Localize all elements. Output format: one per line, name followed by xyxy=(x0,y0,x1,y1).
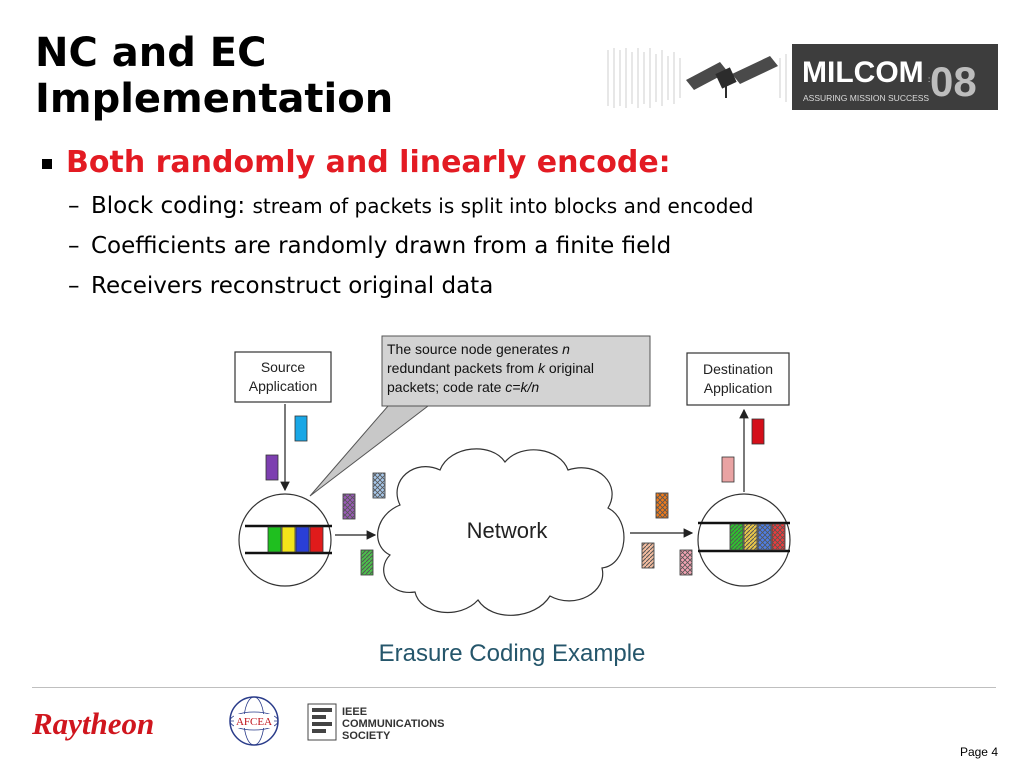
sub-bullet-3: – Receivers reconstruct original data xyxy=(68,273,494,299)
diagram-caption: Erasure Coding Example xyxy=(378,640,646,667)
network-cloud xyxy=(377,448,625,616)
encoded-packet-orange xyxy=(656,493,668,518)
page-number: Page 4 xyxy=(959,745,998,759)
milcom-name: MILCOM xyxy=(802,56,924,89)
source-packet-green xyxy=(267,526,282,553)
destination-label-line-2: Application xyxy=(704,380,773,396)
callout-line-1: The source node generates n xyxy=(387,341,570,357)
encoded-packet-peach xyxy=(642,543,654,568)
encoded-packet-rose xyxy=(680,550,692,575)
packet-dark-red xyxy=(751,418,765,445)
satellite-icon xyxy=(686,56,778,98)
callout-line-2: redundant packets from k original xyxy=(387,360,594,376)
source-application-box xyxy=(234,351,332,403)
milcom-tagline: ASSURING MISSION SUCCESS xyxy=(803,93,929,103)
source-label-line-2: Application xyxy=(249,378,318,394)
sub-bullet-3-lead: Receivers reconstruct original data xyxy=(91,273,494,299)
footer-logos: Raytheon AFCEA IEEE COMMUNICATIONS SOCIE… xyxy=(31,696,444,746)
milcom-badge xyxy=(792,44,998,110)
erasure-coding-diagram: Source Application Destination Applicati… xyxy=(234,335,791,616)
encoded-packet-light-blue xyxy=(373,473,385,498)
raytheon-logo: Raytheon xyxy=(31,706,154,741)
ieee-line-3: SOCIETY xyxy=(342,730,391,742)
source-packet-blue xyxy=(295,526,310,553)
main-bullet-text: Both randomly and linearly encode: xyxy=(66,145,671,180)
destination-label-line-1: Destination xyxy=(703,361,773,377)
sub-bullet-1: – Block coding: stream of packets is spl… xyxy=(68,193,754,219)
callout-box: The source node generates n redundant pa… xyxy=(309,335,651,497)
packet-purple xyxy=(265,454,279,481)
source-packet-red xyxy=(309,526,324,553)
packet-cyan xyxy=(294,415,308,442)
packet-pink xyxy=(721,456,735,483)
title-line-2: Implementation xyxy=(35,76,394,122)
sub-bullet-2-lead: Coefficients are randomly drawn from a f… xyxy=(91,233,672,259)
sub-bullet-2: – Coefficients are randomly drawn from a… xyxy=(68,233,672,259)
encoded-packet-purple xyxy=(343,494,355,519)
title-line-1: NC and EC xyxy=(35,30,267,76)
ieee-comsoc-logo: IEEE COMMUNICATIONS SOCIETY xyxy=(307,703,444,742)
slide-title: NC and EC Implementation xyxy=(35,30,595,122)
destination-application-box xyxy=(686,352,790,406)
ieee-line-1: IEEE xyxy=(342,706,367,718)
footer-divider xyxy=(32,687,996,688)
network-label: Network xyxy=(467,518,549,543)
sub-bullet-1-detail: stream of packets is split into blocks a… xyxy=(252,194,754,218)
square-bullet-icon xyxy=(42,159,52,169)
bullet-list: Both randomly and linearly encode: – Blo… xyxy=(38,140,1008,306)
afcea-logo: AFCEA xyxy=(229,696,279,746)
source-label-line-1: Source xyxy=(261,359,306,375)
milcom-logo: MILCOM : 08 ASSURING MISSION SUCCESS xyxy=(607,44,998,110)
main-bullet: Both randomly and linearly encode: xyxy=(38,140,1008,186)
source-packet-yellow xyxy=(281,526,296,553)
milcom-year: 08 xyxy=(930,58,977,105)
sub-bullet-1-lead: Block coding: xyxy=(91,193,246,219)
svg-text::: : xyxy=(928,75,930,84)
afcea-text: AFCEA xyxy=(236,716,272,728)
callout-line-3: packets; code rate c=k/n xyxy=(387,379,539,395)
encoded-packet-green xyxy=(361,550,373,575)
ieee-line-2: COMMUNICATIONS xyxy=(342,718,444,730)
